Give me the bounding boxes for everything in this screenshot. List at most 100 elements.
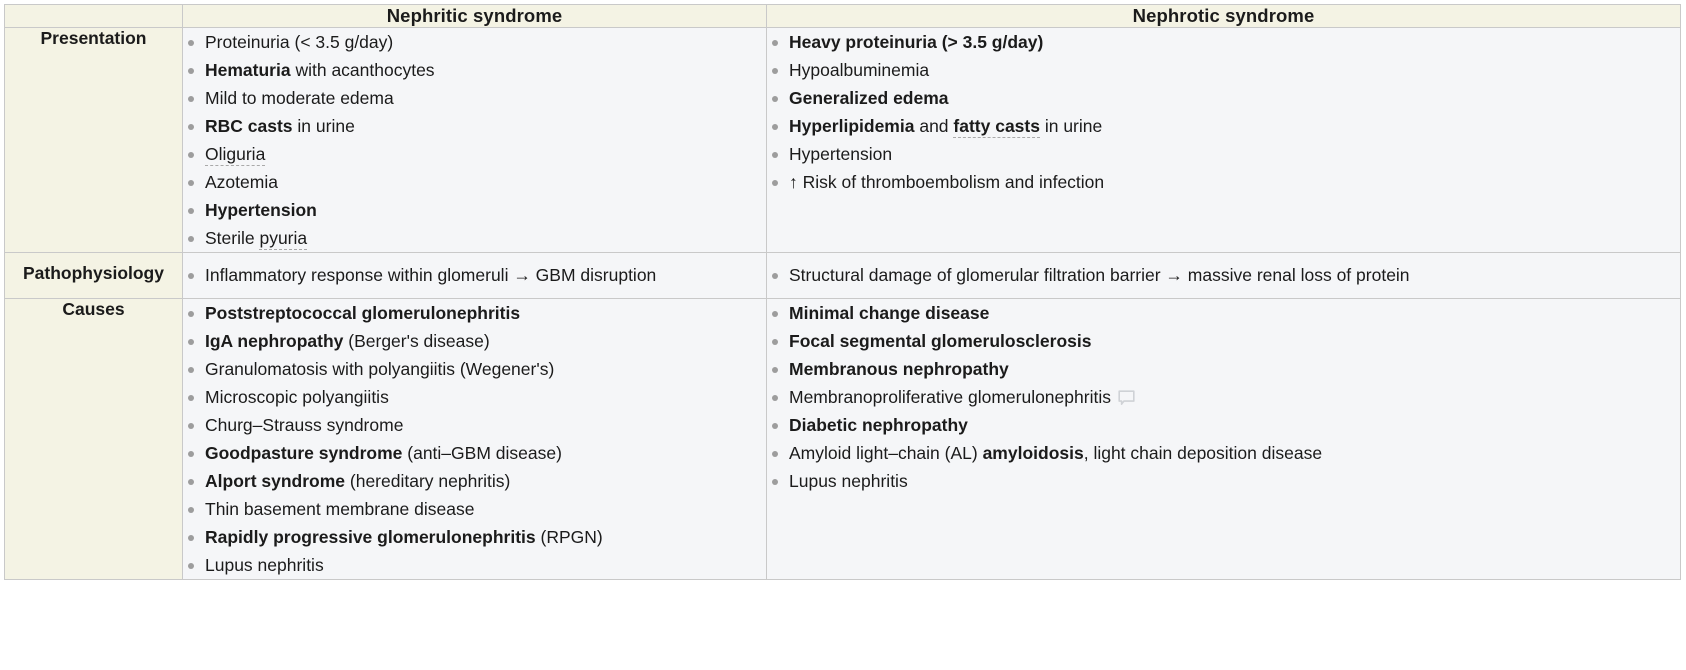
list-item: Hypoalbuminemia	[767, 56, 1680, 84]
emphasis-text: Hyperlipidemia	[789, 116, 915, 136]
column-header-nephrotic: Nephrotic syndrome	[766, 4, 1681, 28]
emphasis-text: Membranous nephropathy	[789, 359, 1009, 379]
glossary-term[interactable]: pyuria	[259, 228, 308, 250]
plain-text: (anti–GBM disease)	[402, 443, 562, 463]
plain-text: Amyloid light–chain (AL)	[789, 443, 983, 463]
emphasis-text: Hypertension	[205, 200, 317, 220]
emphasis-text: Alport syndrome	[205, 471, 346, 491]
list-item: Focal segmental glomerulosclerosis	[767, 327, 1680, 355]
emphasis-text: Generalized edema	[789, 88, 949, 108]
list-item: Minimal change disease	[767, 299, 1680, 327]
emphasis-text: Hematuria	[205, 60, 291, 80]
list-item: Membranous nephropathy	[767, 355, 1680, 383]
bullet-list-nephritic: Inflammatory response within glomeruli →…	[183, 261, 766, 289]
emphasis-text: IgA nephropathy	[205, 331, 344, 351]
cell-pathophysiology-nephrotic: Structural damage of glomerular filtrati…	[766, 252, 1681, 299]
emphasis-text: Poststreptococcal glomerulonephritis	[205, 303, 521, 323]
plain-text: Membranoproliferative glomerulonephritis	[789, 387, 1111, 407]
plain-text: (hereditary nephritis)	[345, 471, 511, 491]
comparison-table-wrapper: Nephritic syndrome Nephrotic syndrome Pr…	[4, 4, 1681, 580]
cell-presentation-nephritic: Proteinuria (< 3.5 g/day) Hematuria with …	[182, 27, 767, 253]
list-item: Mild to moderate edema	[183, 84, 766, 112]
list-item: Oliguria	[183, 140, 766, 168]
row-label-causes: Causes	[4, 298, 183, 580]
plain-text: Mild to moderate edema	[205, 88, 394, 108]
plain-text: in urine	[292, 116, 355, 136]
list-item: Poststreptococcal glomerulonephritis	[183, 299, 766, 327]
list-item: Alport syndrome (hereditary nephritis)	[183, 467, 766, 495]
list-item: Lupus nephritis	[183, 551, 766, 579]
plain-text: with acanthocytes	[290, 60, 435, 80]
list-item: RBC casts in urine	[183, 112, 766, 140]
plain-text: Thin basement membrane disease	[205, 499, 475, 519]
cell-pathophysiology-nephritic: Inflammatory response within glomeruli →…	[182, 252, 767, 299]
list-item: Hypertension	[183, 196, 766, 224]
plain-text: in urine	[1039, 116, 1103, 136]
emphasis-text: Goodpasture syndrome	[205, 443, 403, 463]
emphasis-text: Diabetic nephropathy	[789, 415, 968, 435]
header-row: Nephritic syndrome Nephrotic syndrome	[4, 4, 1681, 28]
bullet-list-nephritic: Proteinuria (< 3.5 g/day) Hematuria with …	[183, 28, 766, 252]
comment-note-icon[interactable]	[1118, 390, 1135, 406]
list-item: Thin basement membrane disease	[183, 495, 766, 523]
bullet-list-nephrotic: Heavy proteinuria (> 3.5 g/day) Hypoalbum…	[767, 28, 1680, 196]
list-item: Generalized edema	[767, 84, 1680, 112]
list-item: Azotemia	[183, 168, 766, 196]
list-item: Diabetic nephropathy	[767, 411, 1680, 439]
plain-text: Hypertension	[789, 144, 893, 164]
row-label-pathophysiology: Pathophysiology	[4, 252, 183, 299]
plain-text: Granulomatosis with polyangiitis (Wegene…	[205, 359, 555, 379]
list-item: Heavy proteinuria (> 3.5 g/day)	[767, 28, 1680, 56]
list-item: Structural damage of glomerular filtrati…	[767, 261, 1680, 289]
plain-text: Inflammatory response within glomeruli →…	[205, 265, 657, 285]
emphasis-text: Heavy proteinuria (> 3.5 g/day)	[789, 32, 1044, 52]
plain-text: and	[914, 116, 954, 136]
plain-text: Microscopic polyangiitis	[205, 387, 389, 407]
plain-text: Sterile	[205, 228, 260, 248]
cell-presentation-nephrotic: Heavy proteinuria (> 3.5 g/day) Hypoalbum…	[766, 27, 1681, 253]
list-item: Churg–Strauss syndrome	[183, 411, 766, 439]
bullet-list-nephrotic: Structural damage of glomerular filtrati…	[767, 261, 1680, 289]
plain-text: (Berger's disease)	[343, 331, 490, 351]
table-row: Pathophysiology Inflammatory response wit…	[4, 252, 1681, 299]
list-item: IgA nephropathy (Berger's disease)	[183, 327, 766, 355]
nephritic-vs-nephrotic-table: Nephritic syndrome Nephrotic syndrome Pr…	[4, 4, 1681, 580]
list-item: ↑ Risk of thromboembolism and infection	[767, 168, 1680, 196]
glossary-term[interactable]: Oliguria	[205, 144, 266, 166]
list-item: Rapidly progressive glomerulonephritis (…	[183, 523, 766, 551]
plain-text: , light chain deposition disease	[1083, 443, 1323, 463]
list-item: Goodpasture syndrome (anti–GBM disease)	[183, 439, 766, 467]
plain-text: Azotemia	[205, 172, 278, 192]
plain-text: Proteinuria (< 3.5 g/day)	[205, 32, 394, 52]
emphasis-text: Rapidly progressive glomerulonephritis	[205, 527, 536, 547]
list-item: Amyloid light–chain (AL) amyloidosis, li…	[767, 439, 1680, 467]
list-item: Hematuria with acanthocytes	[183, 56, 766, 84]
corner-cell	[4, 4, 183, 28]
emphasis-text: amyloidosis	[982, 443, 1084, 463]
plain-text: Hypoalbuminemia	[789, 60, 930, 80]
list-item: Granulomatosis with polyangiitis (Wegene…	[183, 355, 766, 383]
emphasis-text: Focal segmental glomerulosclerosis	[789, 331, 1092, 351]
plain-text: Churg–Strauss syndrome	[205, 415, 404, 435]
list-item: Inflammatory response within glomeruli →…	[183, 261, 766, 289]
plain-text: ↑ Risk of thromboembolism and infection	[789, 172, 1105, 192]
table-head: Nephritic syndrome Nephrotic syndrome	[4, 4, 1681, 28]
emphasis-text: Minimal change disease	[789, 303, 990, 323]
emphasis-text: fatty casts	[953, 116, 1040, 136]
plain-text: Structural damage of glomerular filtrati…	[789, 265, 1410, 285]
list-item: Lupus nephritis	[767, 467, 1680, 495]
list-item: Membranoproliferative glomerulonephritis	[767, 383, 1680, 411]
list-item: Hypertension	[767, 140, 1680, 168]
glossary-term[interactable]: fatty casts	[953, 116, 1040, 138]
list-item: Microscopic polyangiitis	[183, 383, 766, 411]
plain-text: Lupus nephritis	[789, 471, 908, 491]
list-item: Sterile pyuria	[183, 224, 766, 252]
column-header-nephritic: Nephritic syndrome	[182, 4, 767, 28]
plain-text: (RPGN)	[535, 527, 603, 547]
